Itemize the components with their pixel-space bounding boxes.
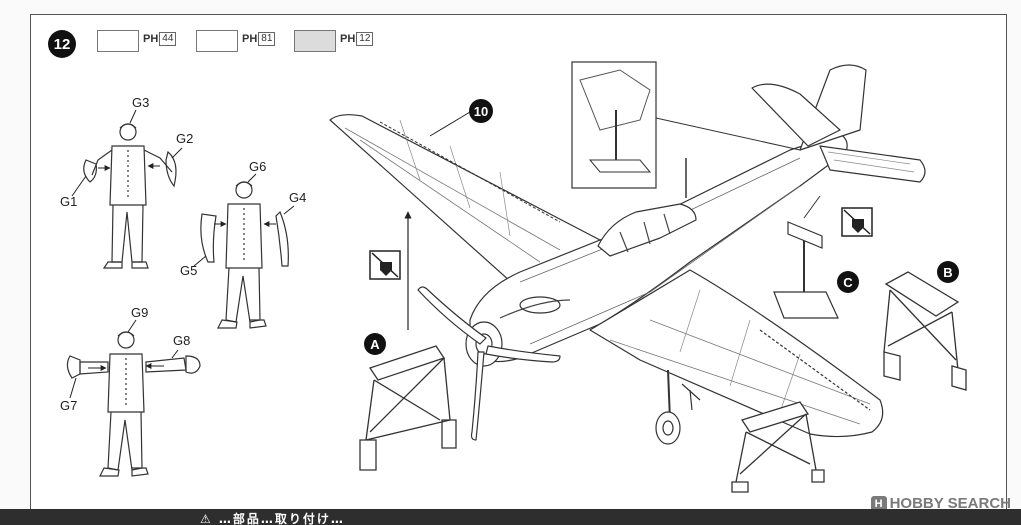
paint-prefix: PH <box>340 33 356 45</box>
callout-part-10: 10 <box>474 104 488 119</box>
leader-g7 <box>69 377 77 399</box>
paint-number: 81 <box>258 32 276 46</box>
leader-part-10 <box>429 111 471 137</box>
leader-g8 <box>171 349 179 359</box>
callout-a: A <box>370 337 380 352</box>
cement-icon <box>369 250 401 280</box>
stand-c-drawing <box>773 195 839 319</box>
watermark-logo-icon: H <box>870 495 887 512</box>
paint-swatch-3 <box>294 30 336 52</box>
paint-prefix: PH <box>242 33 258 45</box>
callout-a-circle <box>364 333 386 355</box>
detail-inset <box>571 61 801 189</box>
paint-code-1: PH 44 <box>143 32 177 46</box>
part-label-g1: G1 <box>60 194 77 209</box>
stand-a-drawing <box>359 345 457 471</box>
part-label-g8: G8 <box>173 333 190 348</box>
leader-g4 <box>283 205 295 215</box>
leader-g1 <box>71 175 87 197</box>
callout-c-circle <box>837 271 859 293</box>
paint-number: 12 <box>356 32 374 46</box>
bottom-banner-text: ⚠ …部品…取り付け… <box>200 512 345 525</box>
part-label-g7: G7 <box>60 398 77 413</box>
leader-g5 <box>193 255 207 267</box>
paint-number: 44 <box>159 32 177 46</box>
part-label-g6: G6 <box>249 159 266 174</box>
stand-wingtip-drawing <box>731 401 825 493</box>
part-label-g3: G3 <box>132 95 149 110</box>
part-label-g2: G2 <box>176 131 193 146</box>
paint-code-3: PH 12 <box>340 32 374 46</box>
callout-b: B <box>943 265 952 280</box>
paint-code-2: PH 81 <box>242 32 276 46</box>
stand-b-drawing <box>883 271 967 391</box>
paint-prefix: PH <box>143 33 159 45</box>
paint-swatch-2 <box>196 30 238 52</box>
step-number-badge: 12 <box>48 30 76 58</box>
part-label-g9: G9 <box>131 305 148 320</box>
part-label-g5: G5 <box>180 263 197 278</box>
leader-g9 <box>127 319 137 333</box>
cement-icon <box>841 207 873 237</box>
part-label-g4: G4 <box>289 190 306 205</box>
paint-swatch-1 <box>97 30 139 52</box>
watermark: H HOBBY SEARCH <box>870 495 1011 512</box>
callout-part-10-circle <box>469 99 493 123</box>
callout-b-circle <box>937 261 959 283</box>
crew-figure-1 <box>83 123 177 269</box>
leader-g2 <box>171 147 183 159</box>
crew-figure-3 <box>66 331 201 477</box>
leader-g6 <box>247 173 257 183</box>
callout-c: C <box>843 275 853 290</box>
aircraft-drawing <box>329 64 926 445</box>
crew-figure-2 <box>200 181 289 329</box>
watermark-text: HOBBY SEARCH <box>889 495 1011 512</box>
leader-g3 <box>129 109 137 124</box>
bottom-banner: ⚠ …部品…取り付け… <box>0 509 1021 525</box>
